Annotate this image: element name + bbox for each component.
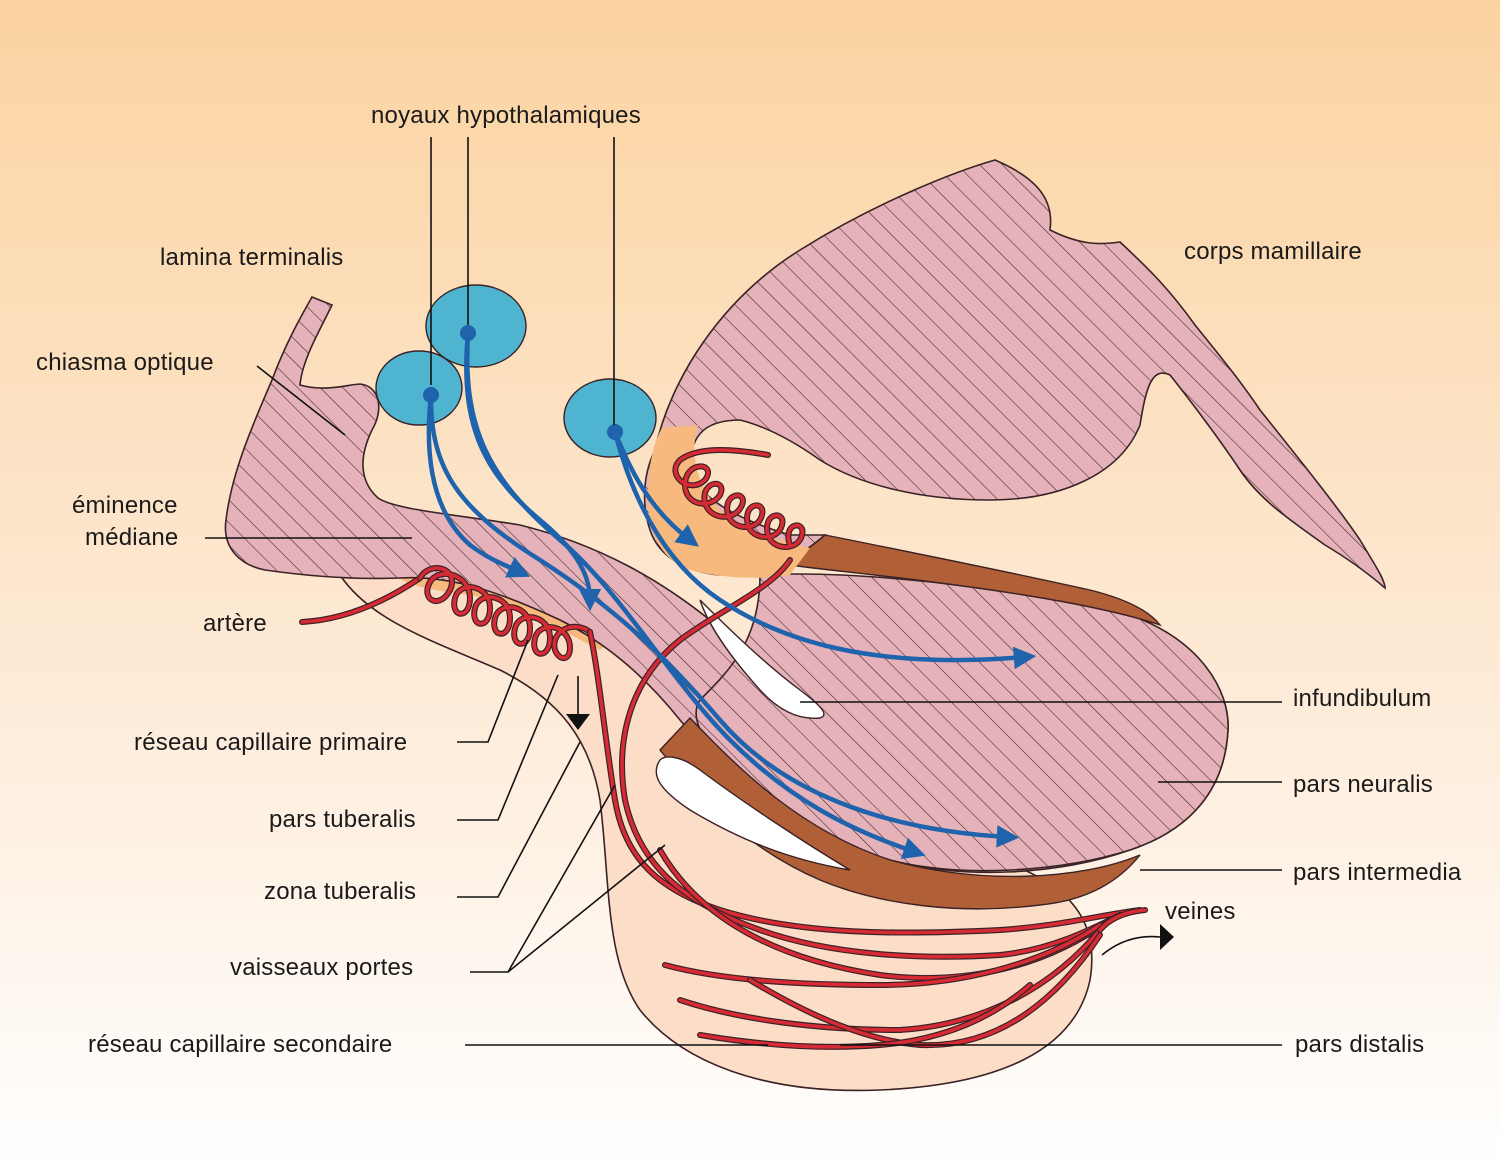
down-arrow-head [566, 714, 590, 730]
label-lamina-terminalis: lamina terminalis [160, 244, 343, 271]
axon-4 [428, 392, 1020, 848]
vaisseaux-portes-vessels [587, 557, 1143, 960]
leader-lines [205, 137, 1282, 1046]
posterior-capillary-coil [672, 447, 806, 550]
axon-3 [465, 330, 926, 860]
label-mediane: médiane [85, 524, 178, 551]
label-pars-distalis: pars distalis [1295, 1031, 1424, 1058]
flow-arrows [566, 676, 1174, 956]
nucleus-dot-1 [460, 325, 476, 341]
label-veines: veines [1165, 898, 1236, 925]
label-vaisseaux-portes: vaisseaux portes [230, 954, 413, 981]
reseau-capillaire-secondaire-vessels [657, 847, 1113, 1050]
veines-vessel [1097, 907, 1148, 933]
hypothalamic-nuclei [375, 284, 657, 458]
pars-intermedia-upper [789, 534, 1162, 627]
label-zona-tuberalis: zona tuberalis [264, 878, 416, 905]
artere-vessel [299, 575, 423, 625]
hypophyseal-cleft [655, 756, 851, 871]
infundibular-recess [699, 599, 825, 719]
neurosecretory-axons [426, 330, 1037, 860]
reseau-capillaire-primaire-coil [417, 565, 593, 661]
label-corps-mamillaire: corps mamillaire [1184, 238, 1362, 265]
axon-6 [612, 429, 1037, 670]
blood-vessels [299, 447, 1148, 1050]
nucleus-3 [563, 378, 657, 458]
label-noyaux-hypothalamiques: noyaux hypothalamiques [371, 102, 641, 129]
nucleus-dots [423, 325, 623, 440]
label-eminence: éminence [72, 492, 178, 519]
veines-arrow-head [1160, 924, 1174, 950]
label-reseau-capillaire-primaire: réseau capillaire primaire [134, 729, 407, 756]
nucleus-dot-3 [607, 424, 623, 440]
nucleus-2 [375, 350, 463, 426]
label-pars-intermedia: pars intermedia [1293, 859, 1462, 886]
labels: noyaux hypothalamiques lamina terminalis… [36, 102, 1462, 1058]
veines-arrow-shaft [1101, 935, 1161, 956]
label-pars-tuberalis: pars tuberalis [269, 806, 416, 833]
label-infundibulum: infundibulum [1293, 685, 1432, 712]
label-artere: artère [203, 610, 267, 637]
label-reseau-capillaire-secondaire: réseau capillaire secondaire [88, 1031, 392, 1058]
label-pars-neuralis: pars neuralis [1293, 771, 1433, 798]
nucleus-dot-2 [423, 387, 439, 403]
nucleus-1 [425, 284, 527, 368]
label-chiasma-optique: chiasma optique [36, 349, 214, 376]
axon-1 [426, 392, 531, 578]
